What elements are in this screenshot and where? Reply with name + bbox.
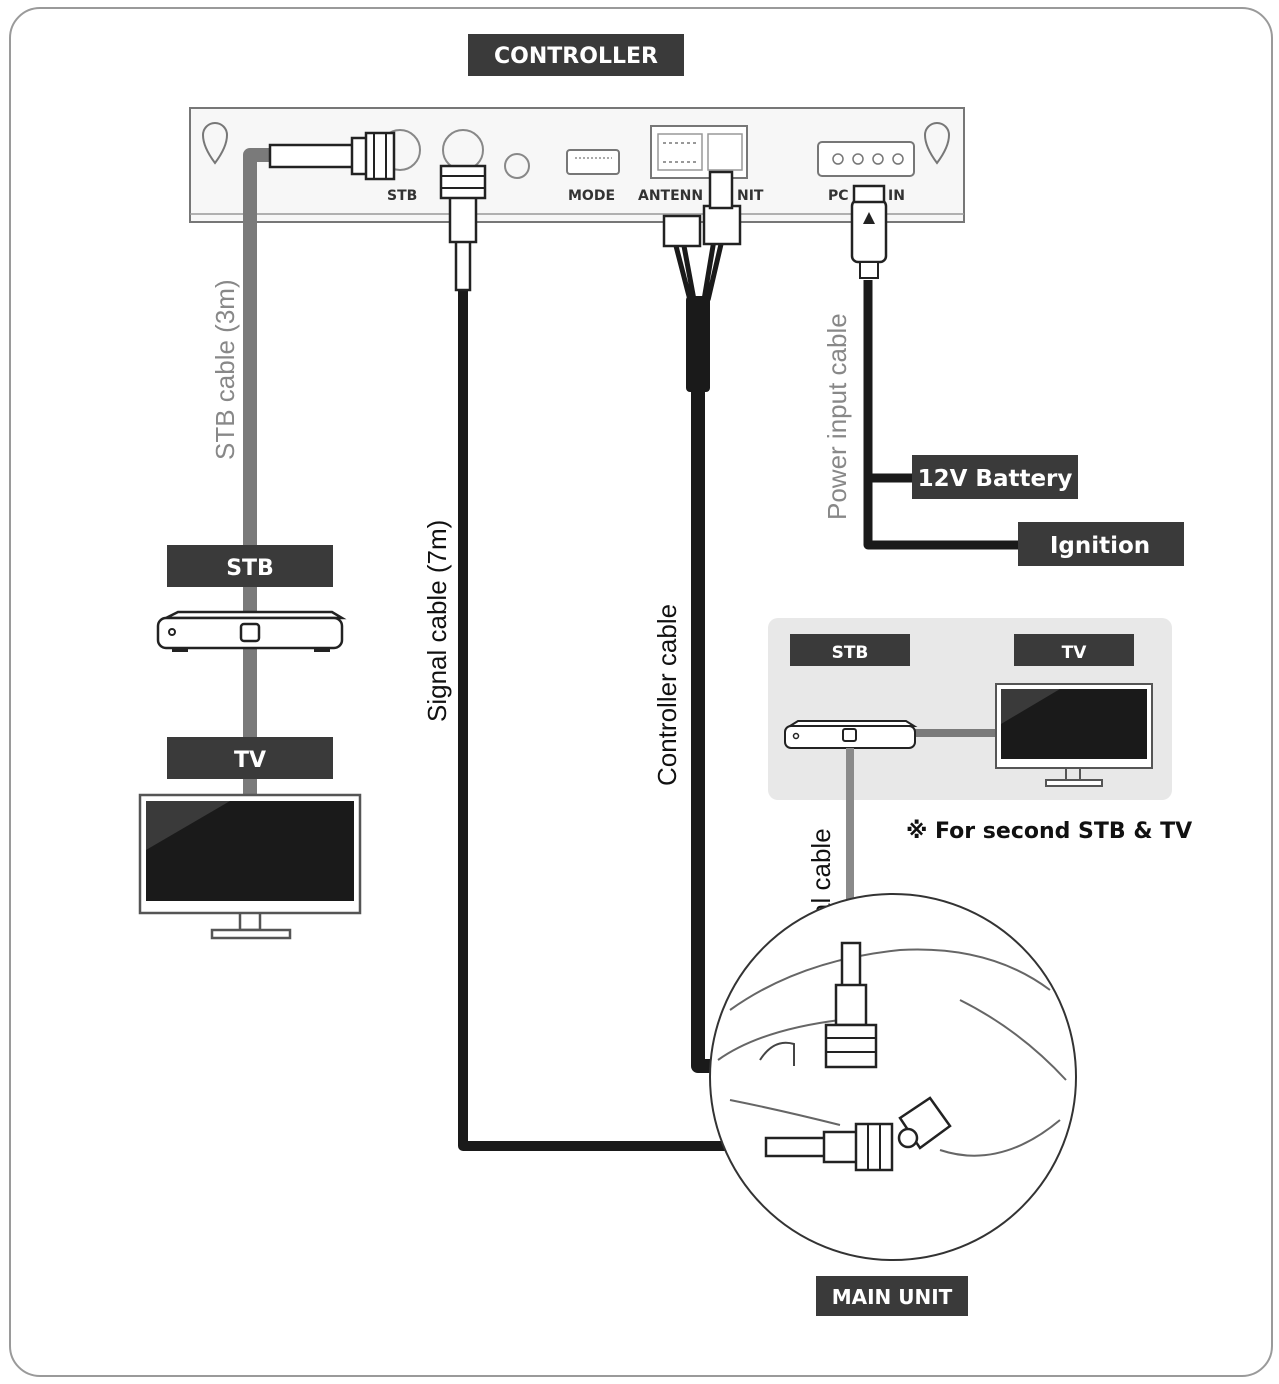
- tv-label: TV: [167, 737, 333, 779]
- port-label-mode: MODE: [568, 188, 615, 204]
- battery-label: 12V Battery: [912, 455, 1078, 499]
- svg-text:CONTROLLER: CONTROLLER: [494, 44, 658, 69]
- main-unit-circle: [709, 893, 1077, 1261]
- controller-box: STB MODE ANTENN NIT PC IN: [189, 107, 965, 223]
- svg-text:TV: TV: [234, 748, 266, 773]
- second-stb-tv-panel: STB TV: [768, 618, 1172, 800]
- svg-text:Ignition: Ignition: [1050, 533, 1150, 559]
- port-label-antenna: ANTENN: [638, 188, 703, 204]
- port-label-power: PC: [828, 188, 849, 204]
- svg-text:STB: STB: [226, 556, 274, 581]
- power-cable-label: Power input cable: [822, 313, 852, 520]
- controller-label: CONTROLLER: [468, 34, 684, 76]
- stb-cable-label: STB cable (3m): [210, 279, 240, 460]
- port-label-in: IN: [888, 188, 905, 204]
- port-label-unit: NIT: [737, 188, 764, 204]
- controller-cable-label: Controller cable: [652, 604, 682, 786]
- second-stb-tv-note: ※ For second STB & TV: [906, 819, 1192, 844]
- stb-label: STB: [167, 545, 333, 587]
- main-unit-label: MAIN UNIT: [816, 1276, 968, 1316]
- second-stb-label: STB: [832, 643, 869, 663]
- power-cable: [850, 184, 1020, 550]
- svg-text:12V Battery: 12V Battery: [918, 466, 1073, 492]
- signal-cable-label: Signal cable (7m): [422, 520, 452, 722]
- tv-device: [138, 793, 362, 940]
- port-label-stb: STB: [387, 188, 417, 204]
- stb-device: [156, 610, 347, 652]
- second-tv-label: TV: [1062, 643, 1088, 663]
- signal-cable: [439, 164, 770, 1151]
- ignition-label: Ignition: [1018, 522, 1184, 566]
- svg-text:MAIN UNIT: MAIN UNIT: [832, 1285, 953, 1309]
